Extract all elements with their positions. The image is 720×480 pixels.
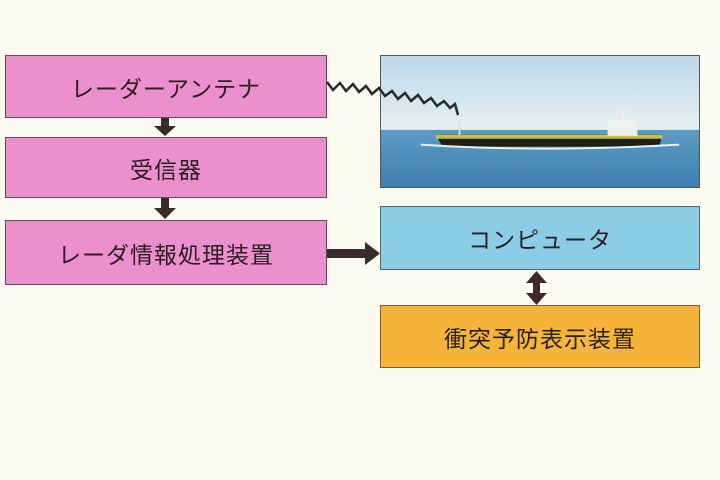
radar-antenna-block: レーダーアンテナ — [5, 55, 327, 118]
arrow-receiver-to-processor — [154, 198, 176, 219]
radar-processor-label: レーダ情報処理装置 — [58, 242, 274, 269]
arrow-processor-to-computer — [327, 242, 380, 265]
radar-processor-block: レーダ情報処理装置 — [5, 220, 327, 285]
bidirectional-arrow-computer-display — [526, 271, 547, 305]
computer-block: コンピュータ — [380, 206, 700, 270]
receiver-block: 受信器 — [5, 137, 327, 198]
ship-at-sea-illustration — [380, 55, 700, 188]
arrow-antenna-to-receiver — [154, 118, 176, 136]
collision-avoidance-display-block: 衝突予防表示装置 — [380, 305, 700, 368]
receiver-label: 受信器 — [130, 157, 202, 184]
radar-antenna-label: レーダーアンテナ — [70, 76, 262, 103]
collision-avoidance-display-label: 衝突予防表示装置 — [444, 326, 636, 353]
computer-label: コンピュータ — [468, 228, 612, 254]
radar-wave-zigzag — [326, 81, 460, 116]
